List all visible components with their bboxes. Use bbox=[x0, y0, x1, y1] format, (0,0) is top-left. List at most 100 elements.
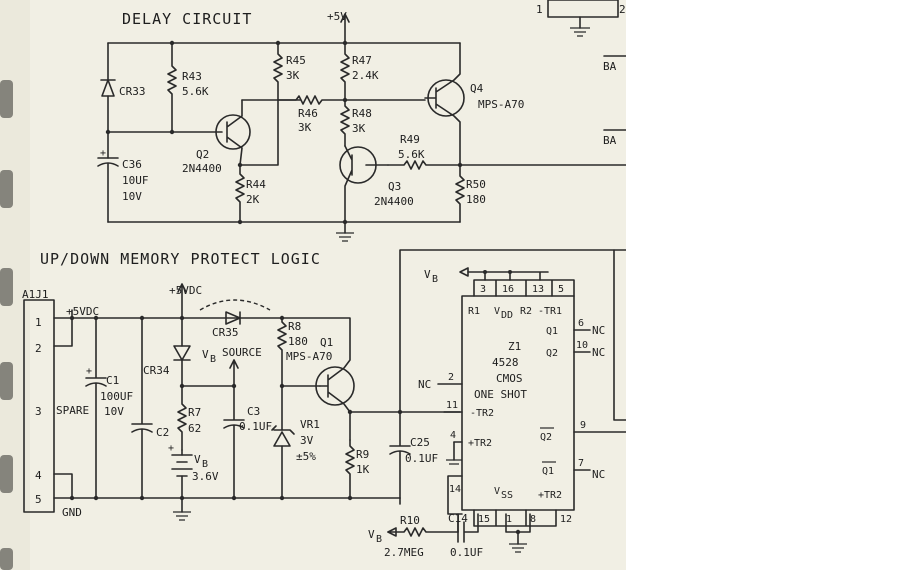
ic-pin-16: 16 bbox=[502, 284, 514, 295]
c1-value: 100UF bbox=[100, 390, 133, 403]
r47-label: R47 bbox=[352, 54, 372, 67]
c3-value: 0.1UF bbox=[239, 420, 272, 433]
ic-pin-14: 14 bbox=[449, 484, 461, 495]
ic-tr2-pos-label: +TR2 bbox=[468, 438, 492, 449]
r7-value: 62 bbox=[188, 422, 201, 435]
ic-vdd-label: V bbox=[494, 306, 500, 317]
ic-q2-bar-label: Q2 bbox=[540, 432, 552, 443]
cr34-label: CR34 bbox=[143, 364, 170, 377]
ic-q1-label: Q1 bbox=[546, 326, 558, 337]
c25-capacitor-symbol bbox=[389, 411, 411, 499]
ic-pin-5: 5 bbox=[558, 284, 564, 295]
ic-pin-10-nc: NC bbox=[592, 346, 605, 359]
c36-value: 10UF bbox=[122, 174, 149, 187]
r49-resistor-symbol bbox=[387, 160, 461, 170]
c2-capacitor-symbol bbox=[131, 317, 153, 499]
vb-source-label: SOURCE bbox=[222, 346, 262, 359]
cr33-diode-symbol bbox=[100, 79, 116, 97]
connector-a1j1 bbox=[23, 299, 55, 513]
ic-part: 4528 bbox=[492, 356, 519, 369]
r10-label: R10 bbox=[400, 514, 420, 527]
upper-right-fragment: 1 2 BA BA bbox=[536, 0, 626, 421]
c36-label: C36 bbox=[122, 158, 142, 171]
battery-label-subscript: B bbox=[202, 459, 208, 470]
cr35-diode-symbol bbox=[225, 311, 241, 325]
r47-value: 2.4K bbox=[352, 69, 379, 82]
ic-vdd-subscript: DD bbox=[501, 310, 513, 321]
q4-label: Q4 bbox=[470, 82, 484, 95]
r48-label: R48 bbox=[352, 107, 372, 120]
r45-value: 3K bbox=[286, 69, 300, 82]
ic-r1-label: R1 bbox=[468, 306, 480, 317]
connector-pin-4: 4 bbox=[35, 469, 42, 482]
r10-resistor-symbol bbox=[387, 527, 459, 537]
ic-pin-9: 9 bbox=[580, 420, 586, 431]
q2-label: Q2 bbox=[196, 148, 209, 161]
gnd-label: GND bbox=[62, 506, 82, 519]
delay-circuit: DELAY CIRCUIT +5V CR33 + C36 10UF 10V R4… bbox=[97, 10, 626, 242]
q3-label: Q3 bbox=[388, 180, 401, 193]
schematic-drawing: DELAY CIRCUIT +5V CR33 + C36 10UF 10V R4… bbox=[0, 0, 626, 570]
ic-pin-7-nc: NC bbox=[592, 468, 605, 481]
r9-label: R9 bbox=[356, 448, 369, 461]
ic-vb-prefix: V bbox=[424, 268, 431, 281]
connector-pin-1: 1 bbox=[35, 316, 42, 329]
r45-resistor-symbol bbox=[239, 42, 283, 166]
r46-value: 3K bbox=[298, 121, 312, 134]
q4-part: MPS-A70 bbox=[478, 98, 524, 111]
c1-label: C1 bbox=[106, 374, 119, 387]
r8-resistor-symbol bbox=[277, 317, 321, 387]
ic-pin-11: 11 bbox=[446, 400, 458, 411]
svg-text:+: + bbox=[168, 443, 174, 454]
r10-value: 2.7MEG bbox=[384, 546, 424, 559]
r43-label: R43 bbox=[182, 70, 202, 83]
ic-pin-10: 10 bbox=[576, 340, 588, 351]
spare-label: SPARE bbox=[56, 404, 89, 417]
c1-capacitor-symbol bbox=[85, 317, 107, 499]
ic-q2-label: Q2 bbox=[546, 348, 558, 359]
r47-resistor-symbol bbox=[340, 42, 350, 101]
ic-vss-subscript: SS bbox=[501, 490, 513, 501]
connector-pin-3: 3 bbox=[35, 405, 42, 418]
battery-vb-symbol bbox=[171, 454, 193, 477]
cr33-label: CR33 bbox=[119, 85, 146, 98]
memory-logic-title: UP/DOWN MEMORY PROTECT LOGIC bbox=[40, 250, 321, 268]
ic-tech: CMOS bbox=[496, 372, 523, 385]
ic-pin-6-nc: NC bbox=[592, 324, 605, 337]
ic-ref: Z1 bbox=[508, 340, 521, 353]
ic-r2-label: R2 bbox=[520, 306, 532, 317]
r9-value: 1K bbox=[356, 463, 370, 476]
r46-label: R46 bbox=[298, 107, 318, 120]
r7-label: R7 bbox=[188, 406, 201, 419]
r8-label: R8 bbox=[288, 320, 301, 333]
ic-pin-12: 12 bbox=[560, 514, 572, 525]
svg-text:+: + bbox=[86, 366, 92, 377]
connector-pin-5: 5 bbox=[35, 493, 42, 506]
c3-label: C3 bbox=[247, 405, 260, 418]
c36-voltage: 10V bbox=[122, 190, 142, 203]
c1-voltage: 10V bbox=[104, 405, 124, 418]
ic-tr1-label: -TR1 bbox=[538, 306, 562, 317]
r44-value: 2K bbox=[246, 193, 260, 206]
ic-vb-subscript: B bbox=[432, 274, 438, 285]
r8-value: 180 bbox=[288, 335, 308, 348]
r7-resistor-symbol bbox=[177, 385, 187, 451]
c2-label: C2 bbox=[156, 426, 169, 439]
connector-pin-2: 2 bbox=[35, 342, 42, 355]
r48-resistor-symbol bbox=[340, 99, 350, 147]
connector-label: A1J1 bbox=[22, 288, 49, 301]
ic-pin-4: 4 bbox=[450, 430, 456, 441]
supply-left-label: +5VDC bbox=[66, 305, 99, 318]
ic-pin-8: 8 bbox=[530, 514, 536, 525]
svg-text:+: + bbox=[100, 148, 106, 159]
r49-value: 5.6K bbox=[398, 148, 425, 161]
ic-desc: ONE SHOT bbox=[474, 388, 527, 401]
c3-capacitor-symbol bbox=[223, 359, 245, 499]
ic-pin-2-nc: NC bbox=[418, 378, 431, 391]
ic-pin-6: 6 bbox=[578, 318, 584, 329]
ic-pin-13: 13 bbox=[532, 284, 544, 295]
battery-label: V bbox=[194, 453, 201, 466]
schematic-sheet: DELAY CIRCUIT +5V CR33 + C36 10UF 10V R4… bbox=[0, 0, 626, 570]
q1-label: Q1 bbox=[320, 336, 333, 349]
vr1-zener-symbol bbox=[271, 425, 295, 447]
